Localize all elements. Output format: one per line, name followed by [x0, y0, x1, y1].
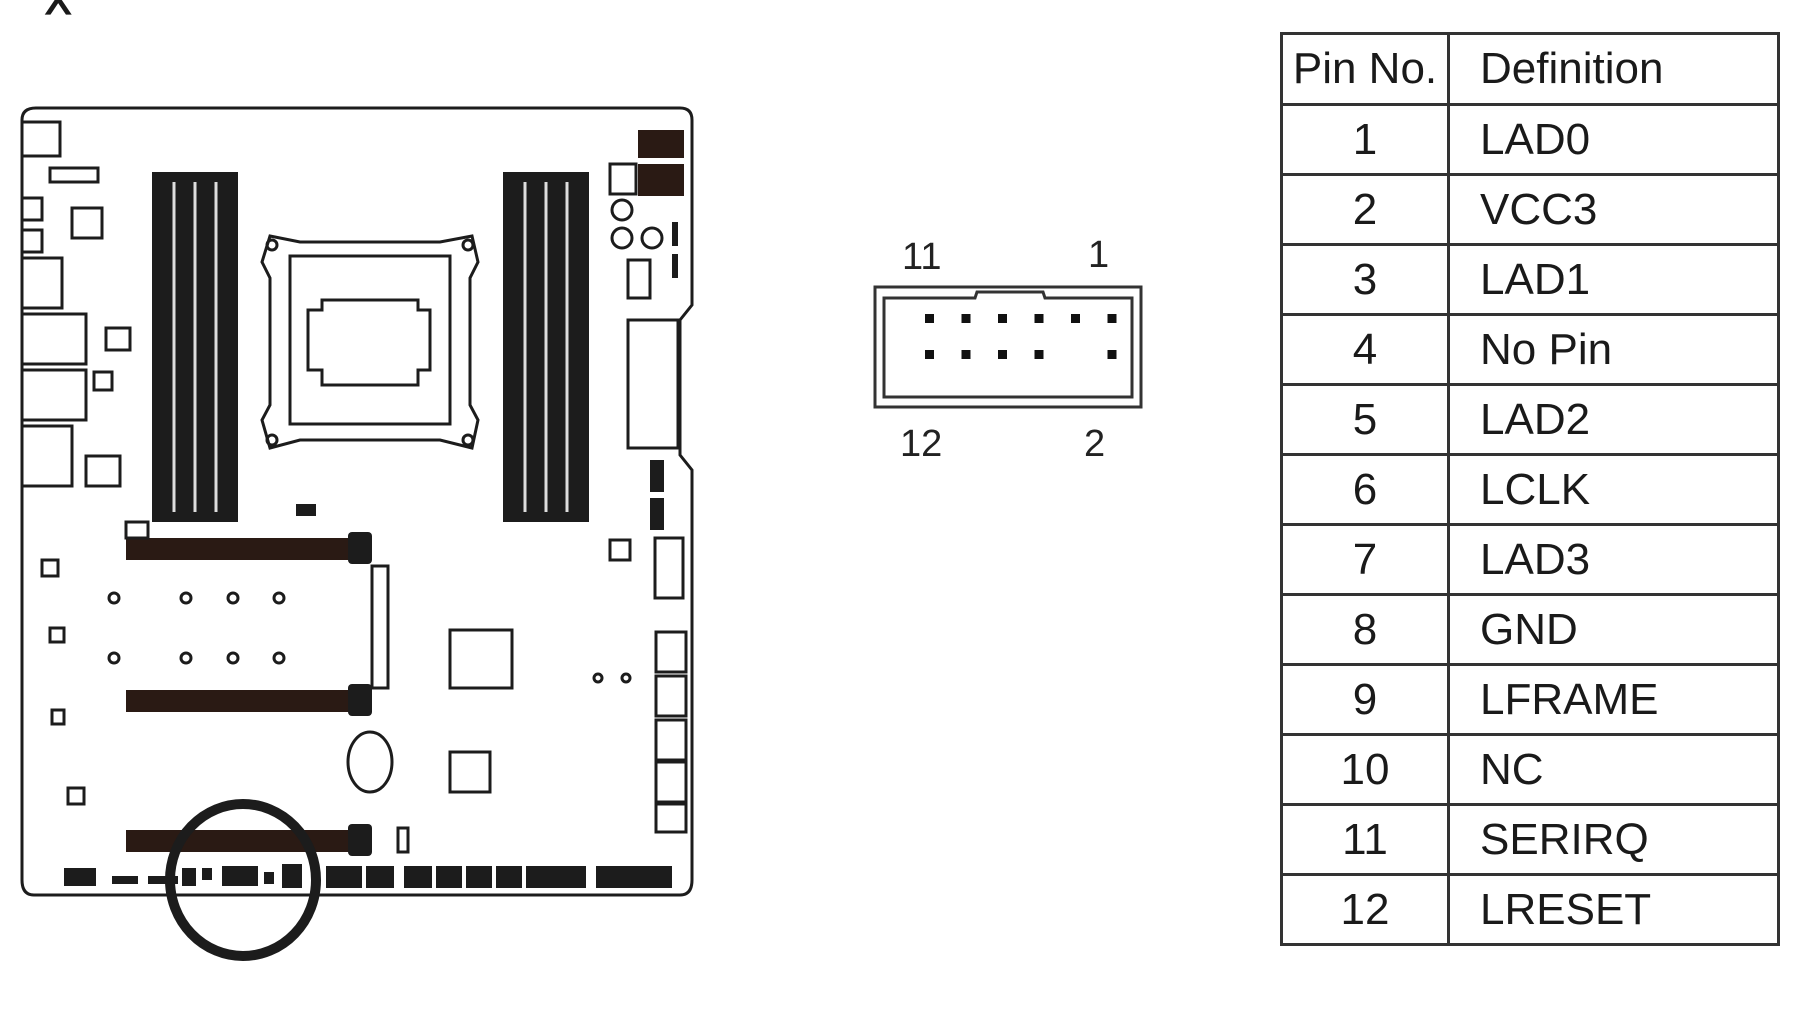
io-port: [20, 228, 44, 254]
pin-label-2: 2: [1084, 423, 1106, 465]
page-header-glyph: ⅄: [46, 0, 71, 23]
connector-pin-3: [1071, 314, 1080, 323]
connector-inner: [882, 290, 1134, 399]
connector-pin-12: [925, 350, 934, 359]
pin-number-cell: 2: [1280, 173, 1450, 246]
table-header-row: Pin No. Definition: [1280, 32, 1780, 106]
chipset: [448, 628, 514, 690]
pin-definition-cell: NC: [1447, 733, 1780, 806]
lpc-connector-diagram: [873, 285, 1143, 409]
board-outline: [20, 106, 694, 897]
pin-definition-cell: LAD2: [1447, 383, 1780, 456]
connector-pin-2: [1107, 350, 1117, 359]
io-port: [92, 370, 114, 392]
pin-definition-cell: No Pin: [1447, 313, 1780, 386]
header-pins: [650, 498, 664, 530]
pin-label-11: 11: [902, 236, 942, 278]
pin-number-cell: 4: [1280, 313, 1450, 386]
pin-definition-cell: LAD3: [1447, 523, 1780, 596]
pin-definition-cell: LFRAME: [1447, 663, 1780, 736]
pin-number-cell: 9: [1280, 663, 1450, 736]
connector-pin-11: [925, 314, 934, 323]
pin-number-cell: 6: [1280, 453, 1450, 526]
pin-number-cell: 10: [1280, 733, 1450, 806]
fan-header: [610, 226, 634, 250]
io-port: [20, 196, 44, 222]
connector-pin-1: [1107, 314, 1117, 323]
mount-square: [48, 626, 66, 644]
pin-number-cell: 3: [1280, 243, 1450, 316]
io-port: [20, 424, 74, 488]
connector-pin-7: [998, 314, 1007, 323]
sata-port: [654, 760, 688, 804]
sata-port: [654, 718, 688, 762]
io-port: [20, 256, 64, 310]
cmos-battery: [346, 730, 394, 794]
mount-square: [66, 786, 86, 806]
motherboard-diagram: [20, 106, 694, 961]
pin-label-1: 1: [1088, 234, 1110, 276]
io-port: [20, 368, 88, 422]
pin-definition-cell: LCLK: [1447, 453, 1780, 526]
pin-definition-cell: GND: [1447, 593, 1780, 666]
connector-pin-5: [1034, 314, 1044, 323]
connector-pin-8: [998, 350, 1007, 359]
io-port: [20, 120, 62, 158]
pin-definition-cell: VCC3: [1447, 173, 1780, 246]
fan-header: [640, 226, 664, 250]
pin-definition-cell: LAD1: [1447, 243, 1780, 316]
pin-definition-cell: SERIRQ: [1447, 803, 1780, 876]
sata-port: [654, 630, 688, 674]
mount-square: [40, 558, 60, 578]
circle-highlight-icon: [165, 799, 321, 961]
io-port: [104, 326, 132, 352]
connector-pin-6: [1034, 350, 1044, 359]
connector-outer: [873, 285, 1143, 409]
connector-pin-9: [961, 314, 971, 323]
bottom-header: [64, 868, 96, 886]
pin-number-cell: 5: [1280, 383, 1450, 456]
io-port: [70, 206, 104, 240]
header-definition: Definition: [1447, 32, 1780, 106]
pin-number-cell: 11: [1280, 803, 1450, 876]
pin-number-cell: 12: [1280, 873, 1450, 946]
tpm-header: [222, 866, 258, 886]
sata-port: [654, 674, 688, 718]
pin-number-cell: 7: [1280, 523, 1450, 596]
pin-number-cell: 1: [1280, 103, 1450, 176]
io-port: [84, 454, 122, 488]
pin-label-12: 12: [900, 423, 943, 465]
pin-definition-cell: LRESET: [1447, 873, 1780, 946]
mount-square: [50, 708, 66, 726]
io-port: [48, 166, 100, 184]
power-connector: [638, 164, 684, 196]
pin-definition-cell: LAD0: [1447, 103, 1780, 176]
fan-header: [610, 198, 634, 222]
pin-number-cell: 8: [1280, 593, 1450, 666]
cpu-socket: [260, 234, 480, 450]
power-connector: [638, 130, 684, 158]
header-pins: [650, 460, 664, 492]
io-port: [20, 312, 88, 366]
m2-slot: [370, 564, 390, 690]
header-pin-no: Pin No.: [1280, 32, 1450, 106]
connector-pin-10: [961, 350, 971, 359]
